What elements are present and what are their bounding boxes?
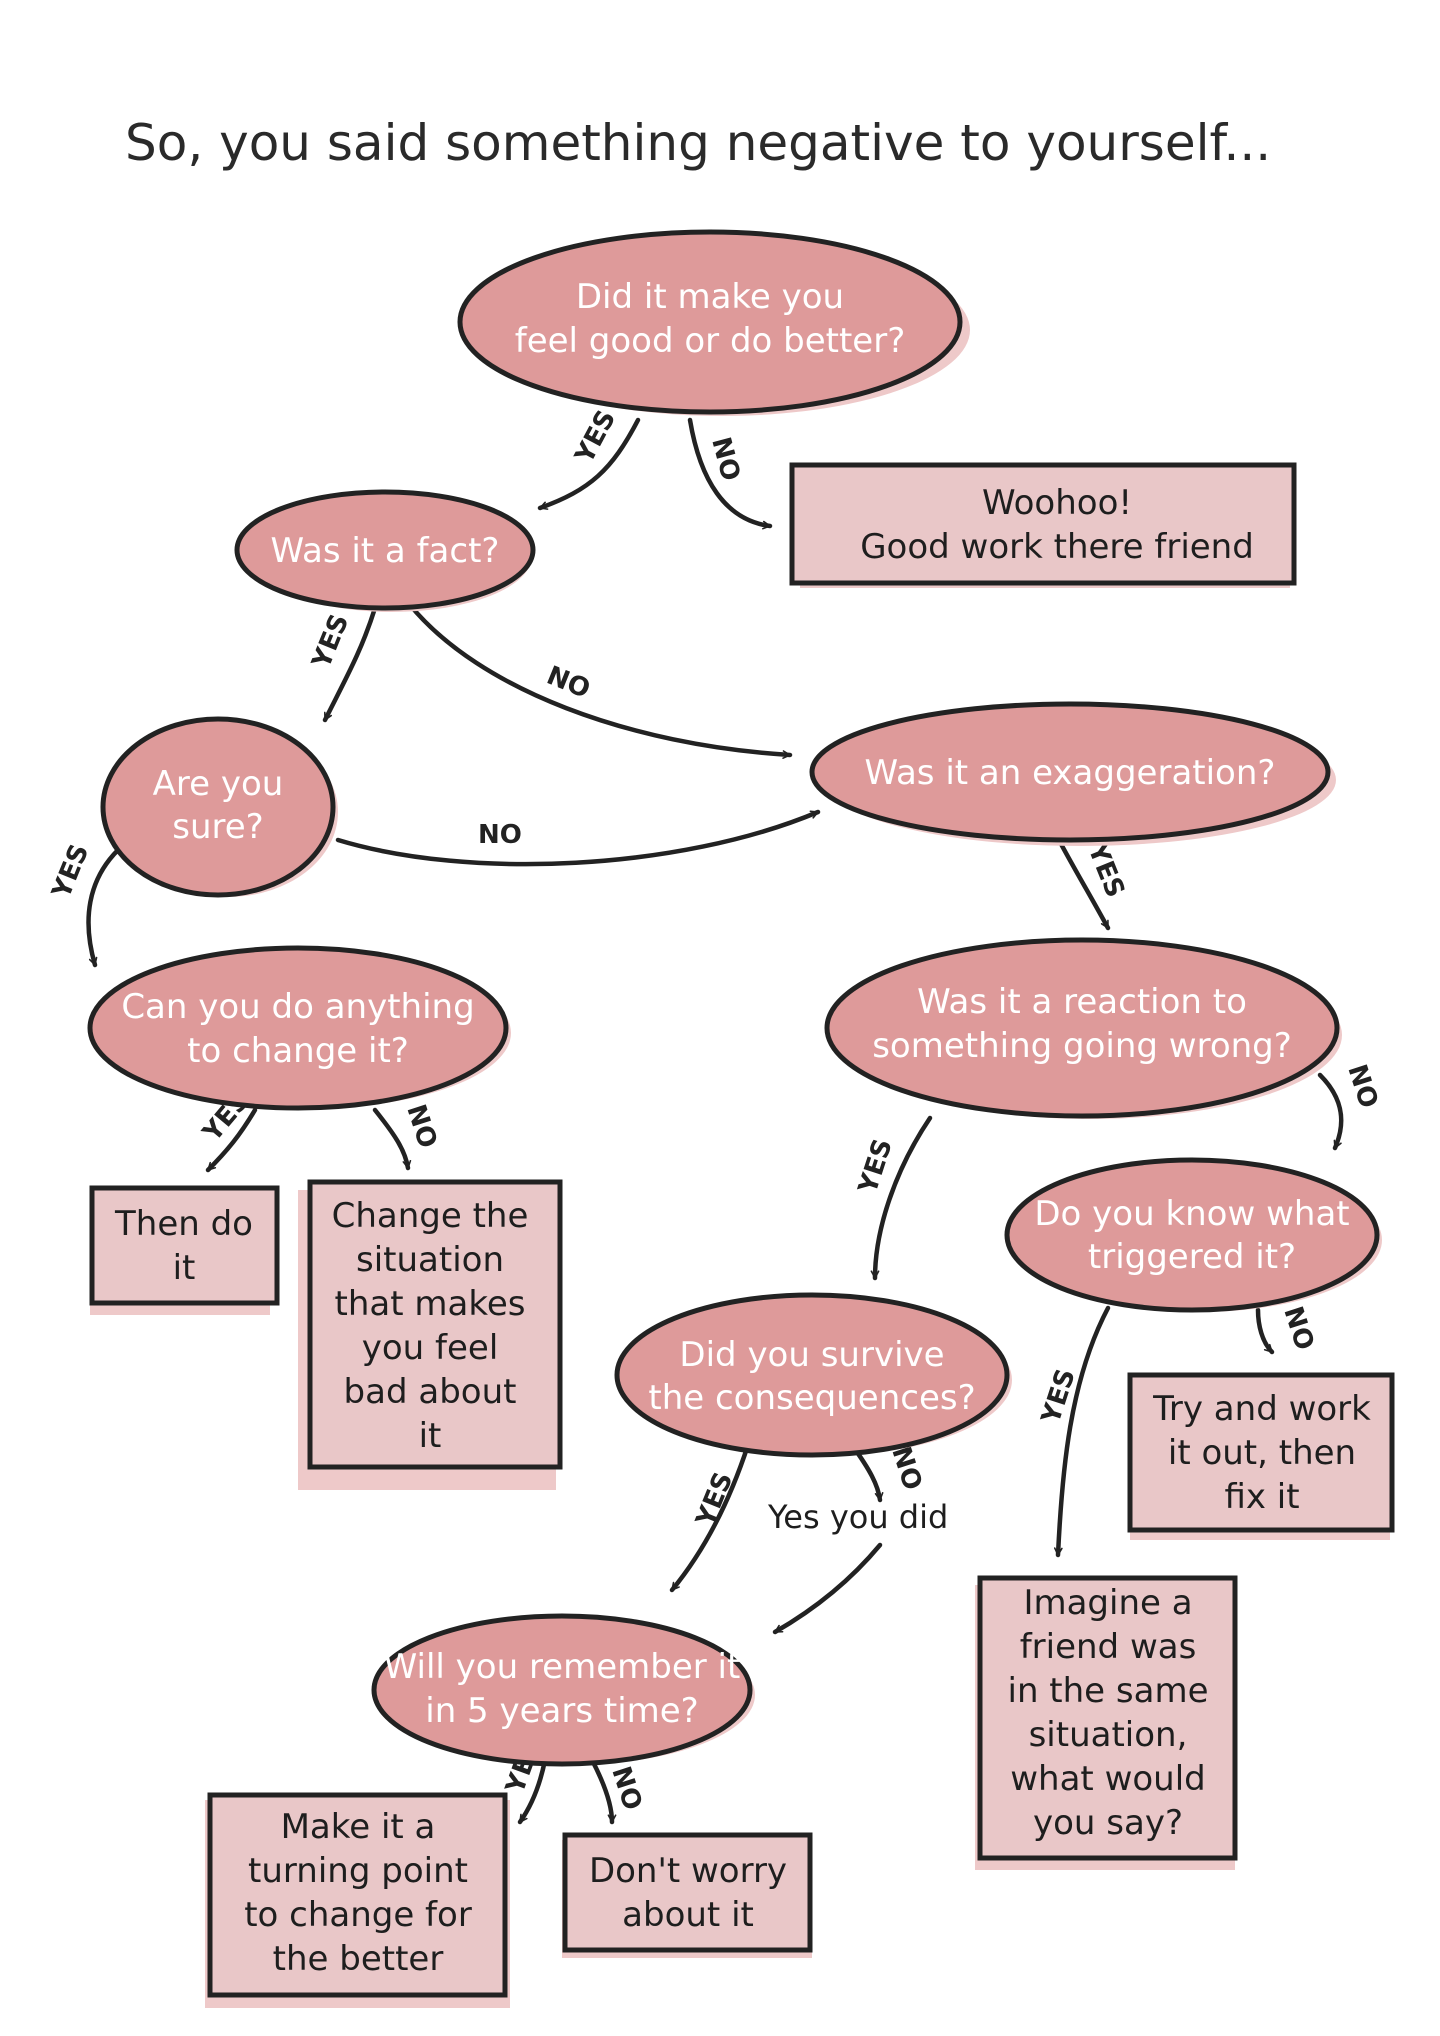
node-q-survive-line-1: Did you survive	[679, 1335, 944, 1375]
label-triggered-no: NO	[1277, 1303, 1319, 1354]
node-q-reaction-line-1: Was it a reaction to	[917, 982, 1247, 1022]
node-r-woohoo-line-1: Woohoo!	[982, 483, 1132, 523]
edge-triggered-yes	[1053, 1305, 1111, 1558]
edge-change-yes	[205, 1107, 258, 1173]
label-survive-yes: YES	[690, 1468, 739, 1531]
node-r-turning-point-line-4: the better	[273, 1939, 444, 1979]
node-r-work-out-line-2: it out, then	[1168, 1433, 1356, 1473]
node-r-imagine-line-5: what would	[1010, 1759, 1206, 1799]
node-r-turning-point-line-3: to change for	[244, 1895, 472, 1935]
node-q-change: Can you do anything to change it?	[87, 945, 511, 1111]
note-yes-you-did: Yes you did	[767, 1498, 948, 1536]
node-r-dont-worry-line-2: about it	[622, 1895, 754, 1935]
node-q-remember-line-2: in 5 years time?	[425, 1691, 698, 1731]
edge-remember-yes	[517, 1757, 548, 1825]
node-r-change-situation-line-5: bad about	[344, 1372, 517, 1412]
node-r-change-situation-line-3: that makes	[335, 1284, 526, 1324]
node-q-sure: Are you sure?	[100, 716, 338, 898]
node-q-triggered-line-1: Do you know what	[1034, 1194, 1349, 1234]
node-q-sure-line-2: sure?	[172, 807, 263, 847]
node-r-change-situation-line-1: Change the	[332, 1196, 529, 1236]
node-r-change-situation-line-4: you feel	[362, 1328, 499, 1368]
node-r-do-it-line-1: Then do	[114, 1204, 253, 1244]
node-q-survive: Did you survive the consequences?	[614, 1292, 1012, 1458]
edges	[86, 417, 1344, 1825]
edge-fact-yes	[322, 605, 378, 723]
edge-triggered-no	[1255, 1307, 1275, 1355]
node-r-change-situation-line-2: situation	[356, 1240, 504, 1280]
node-r-imagine: Imagine a friend was in the same situati…	[975, 1575, 1238, 1870]
label-reaction-no: NO	[1341, 1061, 1383, 1112]
label-sure-no: NO	[478, 820, 522, 850]
node-r-woohoo-line-2: Good work there friend	[860, 527, 1254, 567]
node-q-fact: Was it a fact?	[234, 489, 536, 612]
node-q-feel-good: Did it make you feel good or do better?	[457, 229, 970, 416]
node-r-imagine-line-4: situation,	[1029, 1715, 1188, 1755]
node-r-turning-point: Make it a turning point to change for th…	[205, 1792, 510, 2008]
edge-fact-no	[407, 602, 793, 759]
page-title: So, you said something negative to yours…	[125, 114, 1271, 172]
node-r-imagine-line-6: you say?	[1033, 1803, 1183, 1843]
node-q-triggered-line-2: triggered it?	[1088, 1237, 1296, 1277]
node-q-exaggeration: Was it an exaggeration?	[809, 701, 1336, 846]
node-q-exaggeration-line-1: Was it an exaggeration?	[865, 753, 1276, 793]
node-q-survive-line-2: the consequences?	[648, 1378, 975, 1418]
edge-remember-no	[589, 1757, 617, 1825]
node-q-sure-line-1: Are you	[153, 764, 284, 804]
node-r-turning-point-line-1: Make it a	[281, 1807, 436, 1847]
edge-reaction-no	[1317, 1072, 1344, 1151]
label-fact-no: NO	[542, 661, 594, 705]
node-r-work-out-line-1: Try and work	[1152, 1389, 1371, 1429]
node-q-triggered: Do you know what triggered it?	[1004, 1157, 1382, 1313]
node-q-feel-good-line-2: feel good or do better?	[515, 321, 906, 361]
node-r-imagine-line-3: in the same	[1008, 1671, 1209, 1711]
node-r-do-it: Then do it	[89, 1185, 280, 1315]
node-r-dont-worry-line-1: Don't worry	[589, 1851, 787, 1891]
label-change-no: NO	[400, 1101, 442, 1152]
node-r-do-it-line-2: it	[173, 1248, 196, 1288]
node-r-dont-worry: Don't worry about it	[562, 1832, 813, 1958]
node-q-remember: Will you remember it in 5 years time?	[371, 1613, 755, 1767]
node-q-reaction: Was it a reaction to something going wro…	[824, 937, 1342, 1119]
node-r-woohoo: Woohoo! Good work there friend	[789, 462, 1297, 588]
node-q-feel-good-line-1: Did it make you	[576, 277, 844, 317]
node-q-change-line-1: Can you do anything	[121, 987, 474, 1027]
node-r-imagine-line-1: Imagine a	[1023, 1583, 1192, 1623]
node-q-reaction-line-2: something going wrong?	[872, 1026, 1292, 1066]
edge-feel-good-no	[687, 417, 773, 530]
edge-sure-yes	[86, 847, 121, 968]
edge-survive-yes	[669, 1442, 751, 1593]
label-fact-yes: YES	[306, 610, 355, 673]
label-feel-good-no: NO	[705, 434, 745, 484]
node-q-remember-line-1: Will you remember it	[384, 1647, 741, 1687]
edge-exaggeration-yes	[1057, 839, 1111, 931]
node-r-imagine-line-2: friend was	[1020, 1627, 1197, 1667]
node-r-change-situation-line-6: it	[419, 1416, 442, 1456]
node-r-change-situation: Change the situation that makes you feel…	[298, 1179, 563, 1490]
node-r-work-out: Try and work it out, then fix it	[1127, 1372, 1395, 1540]
edge-yes-you-did	[772, 1542, 883, 1635]
label-sure-yes: YES	[46, 840, 95, 903]
node-q-fact-line-1: Was it a fact?	[271, 531, 500, 571]
node-r-work-out-line-3: fix it	[1224, 1477, 1299, 1517]
edge-reaction-yes	[870, 1115, 933, 1281]
node-r-turning-point-line-2: turning point	[248, 1851, 468, 1891]
node-q-change-line-2: to change it?	[187, 1031, 409, 1071]
edge-change-no	[372, 1107, 412, 1171]
edge-feel-good-yes	[537, 417, 641, 511]
edge-sure-no	[335, 809, 821, 867]
